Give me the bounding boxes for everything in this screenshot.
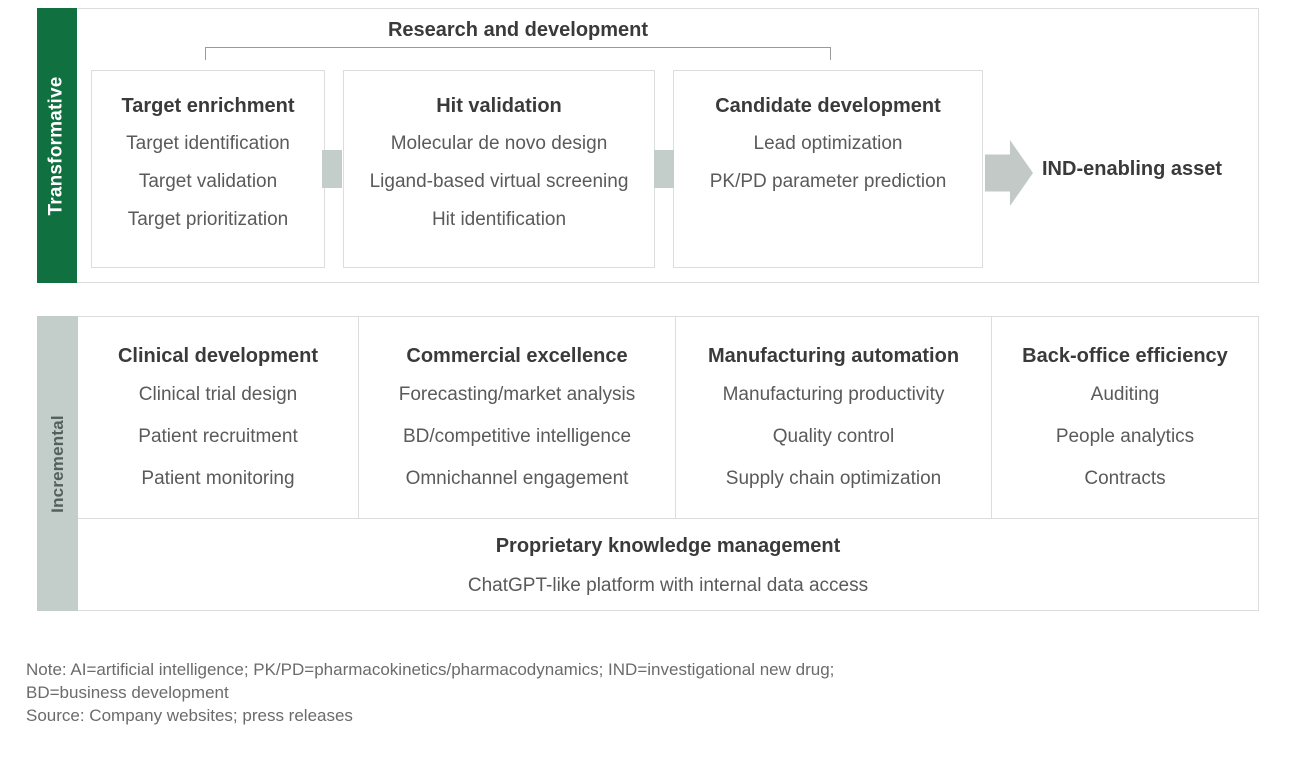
knowledge-title: Proprietary knowledge management bbox=[495, 535, 841, 557]
stage-title: Target enrichment bbox=[121, 95, 295, 117]
stage-card-target-enrichment: Target enrichment Target identification … bbox=[91, 70, 325, 268]
footnotes: Note: AI=artificial intelligence; PK/PD=… bbox=[26, 658, 1226, 727]
stage-item: PK/PD parameter prediction bbox=[709, 171, 947, 192]
incremental-panel bbox=[37, 316, 1259, 611]
incremental-columns: Clinical development Clinical trial desi… bbox=[78, 317, 1258, 518]
research-and-development-bracket bbox=[205, 47, 831, 60]
column-item: Supply chain optimization bbox=[725, 468, 942, 489]
column-back-office-efficiency: Back-office efficiency Auditing People a… bbox=[992, 317, 1258, 518]
column-clinical-development: Clinical development Clinical trial desi… bbox=[78, 317, 359, 518]
column-item: Clinical trial design bbox=[138, 384, 298, 405]
stage-title: Hit validation bbox=[436, 95, 562, 117]
column-title: Commercial excellence bbox=[406, 345, 628, 367]
column-title: Clinical development bbox=[117, 345, 319, 367]
column-item: Contracts bbox=[1084, 468, 1166, 489]
column-item: Patient monitoring bbox=[141, 468, 295, 489]
incremental-sidebar-label: Incremental bbox=[37, 316, 78, 611]
note-line-2: BD=business development bbox=[26, 683, 229, 702]
column-item: BD/competitive intelligence bbox=[402, 426, 632, 447]
incremental-label-text: Incremental bbox=[47, 414, 67, 513]
column-item: Patient recruitment bbox=[138, 426, 298, 447]
stage-item: Target identification bbox=[126, 133, 290, 154]
stage-card-hit-validation: Hit validation Molecular de novo design … bbox=[343, 70, 655, 268]
column-commercial-excellence: Commercial excellence Forecasting/market… bbox=[359, 317, 676, 518]
stage-item: Target prioritization bbox=[127, 209, 289, 230]
connector-block-icon bbox=[654, 150, 674, 188]
column-item: Forecasting/market analysis bbox=[398, 384, 636, 405]
research-and-development-title: Research and development bbox=[387, 19, 649, 41]
knowledge-subtitle: ChatGPT-like platform with internal data… bbox=[467, 575, 869, 596]
stage-item: Ligand-based virtual screening bbox=[369, 171, 629, 192]
stage-item: Lead optimization bbox=[753, 133, 903, 154]
proprietary-knowledge-management-row: Proprietary knowledge management ChatGPT… bbox=[78, 518, 1258, 610]
stage-title: Candidate development bbox=[715, 95, 941, 117]
column-manufacturing-automation: Manufacturing automation Manufacturing p… bbox=[676, 317, 992, 518]
column-item: People analytics bbox=[1055, 426, 1195, 447]
note-line-1: Note: AI=artificial intelligence; PK/PD=… bbox=[26, 660, 835, 679]
column-item: Quality control bbox=[772, 426, 895, 447]
column-title: Back-office efficiency bbox=[1022, 345, 1228, 367]
transformative-sidebar-label: Transformative bbox=[37, 8, 77, 283]
ind-enabling-asset-label: IND-enabling asset bbox=[1042, 158, 1223, 180]
transformative-label-text: Transformative bbox=[46, 75, 67, 216]
source-line: Source: Company websites; press releases bbox=[26, 706, 353, 725]
stage-item: Molecular de novo design bbox=[390, 133, 608, 154]
stage-item: Target validation bbox=[138, 171, 278, 192]
stage-item: Hit identification bbox=[431, 209, 567, 230]
stage-card-candidate-development: Candidate development Lead optimization … bbox=[673, 70, 983, 268]
column-title: Manufacturing automation bbox=[707, 345, 960, 367]
column-item: Manufacturing productivity bbox=[722, 384, 945, 405]
column-item: Auditing bbox=[1090, 384, 1160, 405]
connector-block-icon bbox=[322, 150, 342, 188]
column-item: Omnichannel engagement bbox=[405, 468, 629, 489]
